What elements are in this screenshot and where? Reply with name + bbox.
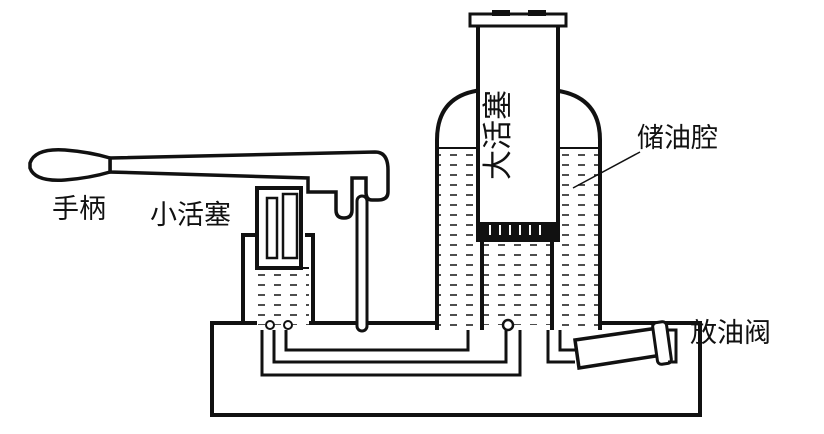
label-small-piston: 小活塞 (150, 200, 231, 231)
label-handle: 手柄 (52, 194, 106, 225)
support-post (355, 194, 369, 333)
oil-channels (260, 330, 575, 377)
small-cylinder (241, 233, 315, 325)
handle-lever (108, 150, 390, 220)
handle-grip (28, 148, 112, 182)
check-valve-large (501, 318, 515, 332)
large-cylinder-oil (484, 240, 550, 325)
label-large-piston: 大活塞 (481, 90, 516, 180)
reservoir-oil-left (439, 148, 482, 328)
label-oil-reservoir: 储油腔 (637, 123, 718, 154)
reservoir-shell (435, 88, 602, 330)
label-release-valve: 放油阀 (690, 318, 771, 349)
reservoir-leader-line (572, 151, 641, 189)
large-piston-seal (480, 222, 556, 238)
small-cylinder-oil (257, 268, 309, 325)
